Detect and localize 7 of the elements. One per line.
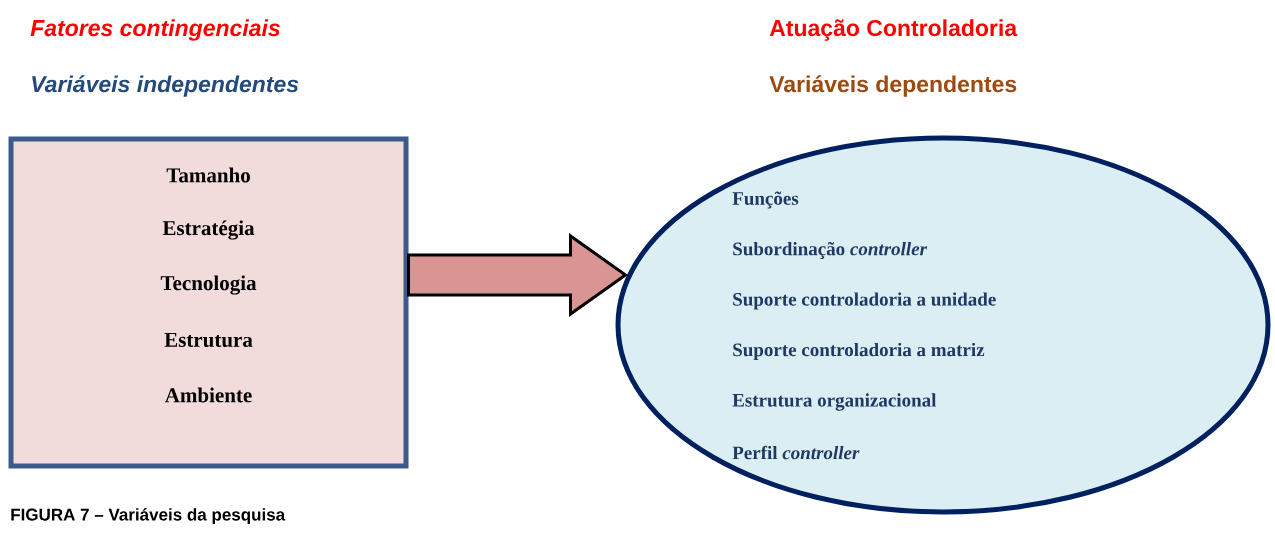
heading: Variáveis dependentes	[769, 75, 1017, 97]
heading: Atuação Controladoria	[769, 19, 1018, 41]
heading: Variáveis independentes	[32, 75, 299, 97]
caption: FIGURA 7 – Variáveis da pesquisa	[11, 508, 286, 524]
block-arrow	[407, 233, 629, 317]
heading: Fatores contingenciais	[30, 19, 280, 41]
factor-box: Tamanho Estratégia Tecnologia Estrutura Ambiente	[8, 136, 409, 469]
